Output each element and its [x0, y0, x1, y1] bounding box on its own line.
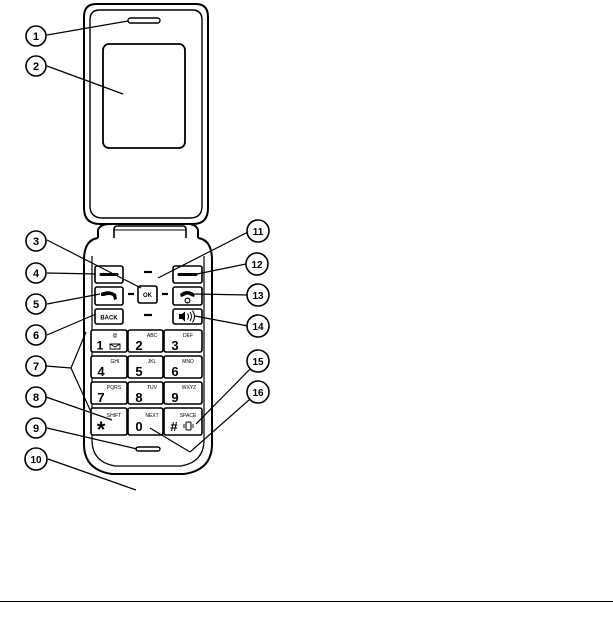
key-star-symbol: *: [97, 417, 106, 442]
key-6-digit: 6: [171, 364, 178, 379]
key-hash-symbol: #: [170, 419, 178, 434]
key-9-digit: 9: [171, 390, 178, 405]
ok-key-label: OK: [143, 293, 153, 299]
key-4-sub: GHI: [111, 359, 120, 365]
key-6: MNO 6: [164, 356, 202, 379]
callout-10-number: 10: [30, 455, 42, 466]
callout-4: 4: [26, 263, 46, 283]
key-8: TUV 8: [128, 382, 163, 405]
key-0-sub: NEXT: [145, 413, 158, 419]
display-screen: [103, 44, 185, 148]
key-1: @ 1: [91, 330, 127, 353]
callout-14: 14: [247, 315, 269, 337]
key-5-digit: 5: [135, 364, 142, 379]
key-5-sub: JKL: [148, 359, 157, 365]
key-1-sub: @: [112, 333, 117, 339]
key-9: WXYZ 9: [164, 382, 202, 405]
ok-key: OK: [138, 286, 157, 303]
key-1-digit: 1: [97, 339, 104, 353]
key-3-sub: DEF: [183, 333, 193, 339]
callout-15-number: 15: [252, 357, 264, 368]
left-soft-key: [95, 266, 123, 283]
key-7-sub: PQRS: [107, 385, 122, 391]
callout-5: 5: [26, 294, 46, 314]
callout-10: 10: [25, 448, 47, 470]
callout-6: 6: [26, 325, 46, 345]
back-key-label: BACK: [100, 316, 118, 322]
call-key: [95, 287, 123, 305]
key-3-digit: 3: [171, 338, 178, 353]
phone-diagram: BACK OK @ 1: [0, 0, 613, 600]
callout-2-number: 2: [33, 61, 39, 73]
callout-3-number: 3: [33, 236, 39, 248]
leader-7: [46, 366, 71, 368]
callout-7: 7: [26, 356, 46, 376]
callout-14-number: 14: [252, 322, 264, 333]
callout-2: 2: [26, 56, 46, 76]
bottom-rule: [0, 601, 613, 602]
key-hash-sub: SPACE: [180, 413, 197, 419]
key-0: NEXT 0: [128, 408, 163, 435]
key-8-digit: 8: [135, 390, 142, 405]
callout-12: 12: [246, 253, 268, 275]
key-4: GHI 4: [91, 356, 127, 379]
callout-12-number: 12: [251, 260, 263, 271]
callout-11-number: 11: [253, 227, 264, 238]
callout-9: 9: [26, 418, 46, 438]
key-4-digit: 4: [97, 364, 105, 379]
callout-1: 1: [26, 26, 46, 46]
callout-8-number: 8: [33, 392, 39, 404]
callout-15: 15: [247, 350, 269, 372]
back-key: BACK: [95, 309, 123, 324]
key-0-digit: 0: [135, 419, 142, 434]
microphone: [136, 447, 160, 451]
earpiece: [128, 18, 160, 23]
end-key: [173, 287, 202, 305]
key-2-sub: ABC: [147, 333, 158, 339]
callout-5-number: 5: [33, 299, 39, 311]
callout-9-number: 9: [33, 423, 39, 435]
key-6-sub: MNO: [182, 359, 194, 365]
callout-4-number: 4: [33, 268, 40, 280]
callout-3: 3: [26, 231, 46, 251]
callout-1-number: 1: [33, 31, 39, 43]
callout-13: 13: [247, 284, 269, 306]
key-2: ABC 2: [128, 330, 163, 353]
key-hash: SPACE #: [164, 408, 202, 435]
key-star-sub: SHIFT: [107, 413, 121, 419]
key-9-sub: WXYZ: [182, 385, 196, 391]
callout-11: 11: [247, 220, 269, 242]
callout-16-number: 16: [252, 388, 264, 399]
key-5: JKL 5: [128, 356, 163, 379]
upper-flip: [84, 4, 208, 224]
callout-8: 8: [26, 387, 46, 407]
key-8-sub: TUV: [147, 385, 158, 391]
key-7: PQRS 7: [91, 382, 127, 405]
callout-7-number: 7: [33, 361, 39, 373]
key-7-digit: 7: [97, 390, 104, 405]
key-2-digit: 2: [135, 338, 142, 353]
callout-6-number: 6: [33, 330, 39, 342]
key-3: DEF 3: [164, 330, 202, 353]
callout-13-number: 13: [252, 291, 264, 302]
keypad: @ 1 ABC 2 DEF 3 GHI 4 JKL 5 MNO 6: [91, 330, 202, 442]
callout-16: 16: [247, 381, 269, 403]
